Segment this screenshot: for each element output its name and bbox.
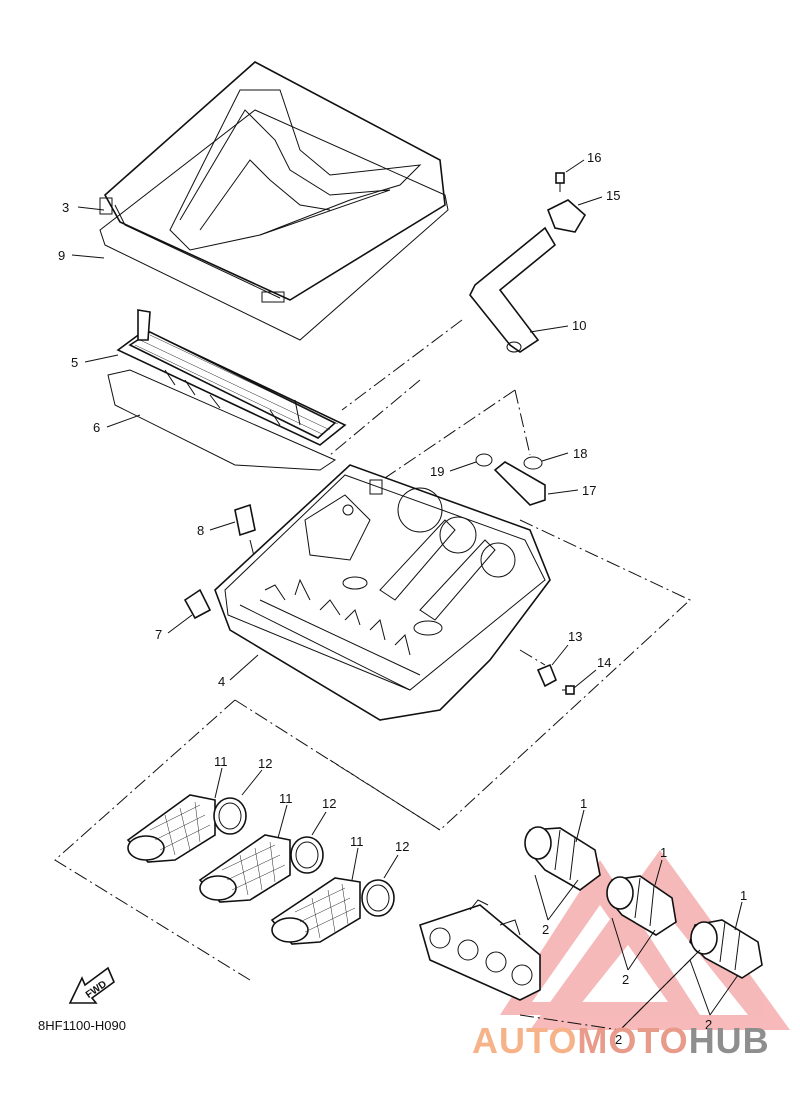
- callout-13: 13: [568, 629, 582, 644]
- cover-seal: [99, 109, 449, 341]
- air-cleaner-cover: [99, 61, 446, 303]
- watermark-text: AUTOMOTOHUB: [472, 1020, 770, 1062]
- callout-2c: 2: [705, 1017, 712, 1032]
- callout-19: 19: [430, 464, 444, 479]
- intake-funnel-2: [198, 834, 324, 903]
- breather-hose: [469, 226, 557, 353]
- callout-18: 18: [573, 446, 587, 461]
- callout-10: 10: [572, 318, 586, 333]
- callout-12b: 12: [322, 796, 336, 811]
- clip-19: [475, 453, 493, 467]
- intake-funnel-3: [270, 877, 395, 945]
- callout-2d: 2: [615, 1032, 622, 1047]
- callout-16: 16: [587, 150, 601, 165]
- screw: [555, 172, 565, 192]
- callout-7: 7: [155, 627, 162, 642]
- callout-12c: 12: [395, 839, 409, 854]
- callout-6: 6: [93, 420, 100, 435]
- callout-1b: 1: [660, 845, 667, 860]
- callout-2a: 2: [542, 922, 549, 937]
- throttle-body-joint-2: [606, 875, 677, 936]
- air-filter-element: [116, 309, 347, 446]
- pipe: [493, 461, 546, 506]
- callout-17: 17: [582, 483, 596, 498]
- callout-11c: 11: [350, 834, 364, 849]
- bolt: [562, 685, 575, 695]
- callout-11a: 11: [214, 754, 228, 769]
- forward-arrow-icon: FWD: [68, 966, 115, 1004]
- callout-11b: 11: [279, 791, 293, 806]
- callout-5: 5: [71, 355, 78, 370]
- throttle-body: [419, 899, 541, 1001]
- callout-2b: 2: [622, 972, 629, 987]
- watermark-logo: [500, 850, 790, 1030]
- callout-14: 14: [597, 655, 611, 670]
- intake-funnel-1: [126, 794, 247, 863]
- leader-lines: [71, 159, 743, 1031]
- callout-9: 9: [58, 248, 65, 263]
- watermark-hub: HUB: [688, 1020, 770, 1061]
- element-gasket: [107, 369, 337, 471]
- clip-18: [523, 456, 543, 470]
- watermark-moto: MOTO: [577, 1020, 689, 1061]
- drawing-code: 8HF1100-H090: [38, 1018, 126, 1033]
- joint: [546, 199, 587, 233]
- callout-3: 3: [62, 200, 69, 215]
- callout-12a: 12: [258, 756, 272, 771]
- part-8: [234, 503, 256, 537]
- callout-4: 4: [218, 674, 225, 689]
- throttle-body-joint-1: [524, 826, 601, 891]
- collar: [536, 663, 558, 688]
- watermark-auto: AUTO: [472, 1020, 578, 1061]
- callout-15: 15: [606, 188, 620, 203]
- throttle-body-joint-3: [689, 919, 763, 979]
- callout-labels: 3 9 5 6 8 7 4 16 15 10 18 19 17 13 14 11…: [58, 150, 747, 1047]
- callout-8: 8: [197, 523, 204, 538]
- air-cleaner-case: [214, 464, 551, 721]
- callout-1c: 1: [740, 888, 747, 903]
- callout-1a: 1: [580, 796, 587, 811]
- part-7: [183, 588, 212, 620]
